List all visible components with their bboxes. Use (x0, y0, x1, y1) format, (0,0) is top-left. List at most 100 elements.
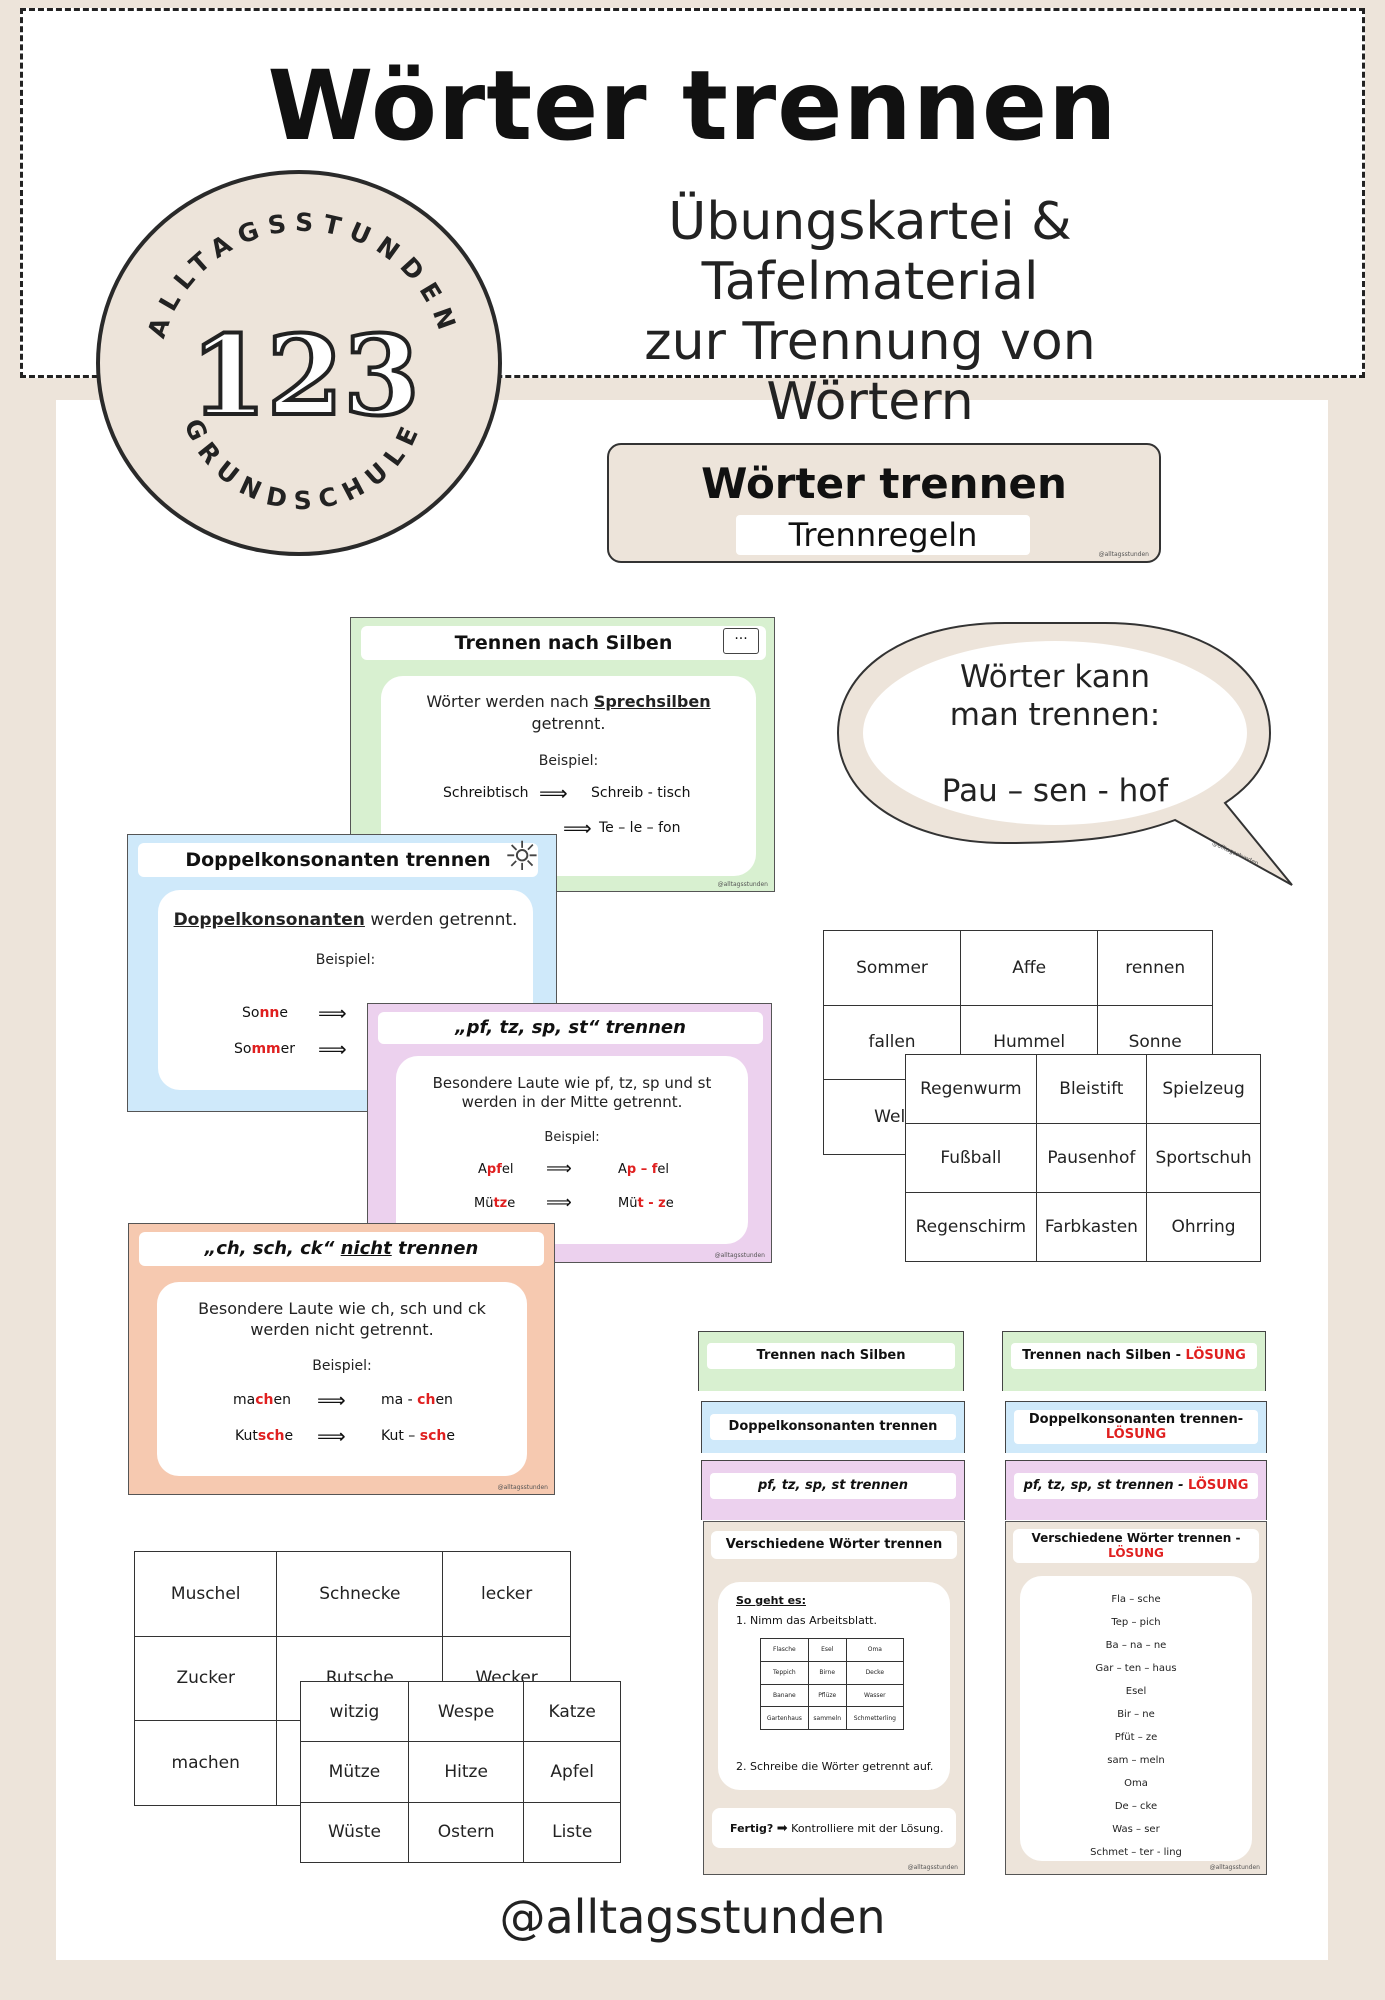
solution-card: Verschiedene Wörter trennen - LÖSUNG Fla… (1005, 1521, 1267, 1875)
card-pf-title: „pf, tz, sp, st“ trennen (378, 1012, 763, 1044)
card-doppel-ex1: Sonne (242, 1005, 289, 1021)
card-silben-example-label: Beispiel: (538, 753, 599, 769)
solution-word: Oma (1124, 1778, 1148, 1789)
grid-cell: Muschel (133, 1551, 278, 1637)
arrow-icon: ⟹ (563, 816, 592, 840)
grid-cell: rennen (1097, 930, 1213, 1006)
grid-cell: Pflüze (807, 1683, 847, 1708)
worksheet-card: Verschiedene Wörter trennen So geht es: … (703, 1521, 965, 1875)
arrow-icon: ⟹ (546, 1158, 572, 1179)
grid-cell: Fußball (905, 1123, 1037, 1193)
card-ch-example-label: Beispiel: (312, 1358, 372, 1374)
arrow-icon: ⟹ (546, 1192, 572, 1213)
worksheet-done-text: Kontrolliere mit der Lösung. (791, 1822, 944, 1835)
grid-cell: Banane (760, 1683, 809, 1708)
card-pf-ex2-split: Müt - ze (618, 1196, 674, 1211)
grid-cell: Ohrring (1146, 1192, 1261, 1262)
card-doppel-text-b: werden getrennt. (364, 910, 518, 930)
grid-cell: Ostern (407, 1801, 525, 1864)
card-silben-text: Wörter werden nach Sprechsilben getrennt… (381, 691, 756, 735)
grid-cell: Regenschirm (905, 1192, 1037, 1262)
grid-cell: Mütze (300, 1741, 409, 1803)
mini-card-doppel-title: Doppelkonsonanten trennen (710, 1414, 956, 1440)
grid-cell: Esel (807, 1638, 847, 1662)
worksheet-how: So geht es: (736, 1594, 806, 1607)
grid-cell: Farbkasten (1035, 1192, 1148, 1262)
grid-cell: Hitze (407, 1741, 525, 1803)
speech-example: Pau – sen - hof (941, 773, 1169, 809)
worksheet-step-1: 1. Nimm das Arbeitsblatt. (736, 1614, 877, 1627)
worksheet-title: Verschiedene Wörter trennen (711, 1531, 957, 1559)
card-ch-ex2: Kutsche (235, 1428, 294, 1444)
grid-cell: Apfel (523, 1741, 621, 1803)
grid-cell: Oma (845, 1638, 905, 1662)
card-silben-ex1-word: Schreibtisch (443, 785, 529, 801)
title-card-subtitle: Trennregeln (736, 515, 1030, 555)
card-pf-text-2: werden in der Mitte getrennt. (461, 1093, 683, 1111)
card-silben-credit: @alltagsstunden (717, 881, 768, 888)
grid-cell: lecker (442, 1551, 571, 1637)
arrow-icon: ⟹ (317, 1424, 346, 1448)
grid-cell: Katze (523, 1680, 621, 1743)
arrow-icon: ⟹ (539, 781, 568, 805)
grid-cell: Wespe (407, 1680, 525, 1743)
title-card: Wörter trennen Trennregeln @alltagsstund… (607, 443, 1161, 563)
mini-card-pf-solution-title: pf, tz, sp, st trennen - LÖSUNG (1014, 1473, 1258, 1499)
solution-word: Ba – na – ne (1105, 1640, 1167, 1651)
subtitle-line-2: zur Trennung von Wörtern (644, 312, 1096, 432)
logo-seal: ALLTAGSSTUNDEN GRUNDSCHULE 123 (96, 170, 502, 556)
grid-cell: Teppich (760, 1660, 809, 1685)
solution-word: De – cke (1114, 1801, 1158, 1812)
solution-word: Bir – ne (1117, 1709, 1155, 1720)
card-silben-ex1-split: Schreib - tisch (591, 785, 691, 801)
card-doppel-keyword: Doppelkonsonanten (173, 910, 365, 930)
grid-cell: machen (133, 1720, 278, 1806)
sun-icon: ☼ (504, 834, 540, 880)
page-title: Wörter trennen (267, 50, 1118, 162)
card-silben-ex2-split: Te – le – fon (599, 820, 681, 836)
worksheet-step-2: 2. Schreibe die Wörter getrennt auf. (736, 1760, 934, 1773)
speech-dots-icon: ··· (723, 628, 759, 654)
grid-cell: Gartenhaus (760, 1706, 809, 1730)
card-silben-text-a: Wörter werden nach (426, 692, 594, 711)
card-pf-example-label: Beispiel: (544, 1130, 600, 1145)
logo-graphic: ALLTAGSSTUNDEN GRUNDSCHULE 123 (142, 208, 455, 516)
mini-card-silben-title: Trennen nach Silben (707, 1343, 955, 1369)
solution-word-list: Fla – sche Tep – pich Ba – na – ne Gar –… (1020, 1588, 1252, 1864)
grid-cell: Sportschuh (1146, 1123, 1261, 1193)
grid-cell: Wasser (845, 1683, 905, 1708)
mini-card-doppel: Doppelkonsonanten trennen (701, 1401, 965, 1453)
grid-cell: Affe (960, 930, 1099, 1006)
mini-card-silben: Trennen nach Silben (698, 1331, 964, 1391)
card-ch: „ch, sch, ck“ nicht trennen Besondere La… (128, 1223, 555, 1495)
card-pf-text: Besondere Laute wie pf, tz, sp und st we… (396, 1074, 748, 1112)
grid-cell: Regenwurm (905, 1054, 1037, 1124)
solution-word: sam – meln (1107, 1755, 1165, 1766)
card-doppel-example-label: Beispiel: (315, 952, 376, 968)
worksheet-done-label: Fertig? (730, 1822, 774, 1835)
grid-cell: Schnecke (276, 1551, 444, 1637)
solution-word: Esel (1125, 1686, 1147, 1697)
card-pf-ex1: Apfel (478, 1162, 514, 1177)
grid-cell: Wüste (300, 1801, 409, 1864)
arrow-icon: ⟹ (318, 1037, 347, 1061)
card-pf-text-1: Besondere Laute wie pf, tz, sp und st (432, 1074, 712, 1092)
card-silben-keyword: Sprechsilben (593, 692, 711, 711)
grid-cell: sammeln (807, 1706, 847, 1730)
card-ch-ex1-split: ma - chen (381, 1392, 453, 1408)
title-card-title: Wörter trennen (701, 459, 1067, 508)
card-doppel-ex2: Sommer (234, 1041, 296, 1057)
mini-card-doppel-solution: Doppelkonsonanten trennen-LÖSUNG (1005, 1401, 1267, 1453)
card-ch-text-2: werden nicht getrennt. (250, 1320, 434, 1339)
logo-numbers: 123 (190, 311, 420, 440)
mini-card-silben-solution-title: Trennen nach Silben - LÖSUNG (1011, 1343, 1257, 1369)
speech-line-1: Wörter kann (959, 659, 1151, 695)
worksheet-credit: @alltagsstunden (907, 1864, 958, 1871)
arrow-icon: ⟹ (317, 1388, 346, 1412)
card-ch-ex1: machen (233, 1392, 291, 1408)
mini-card-pf-solution: pf, tz, sp, st trennen - LÖSUNG (1005, 1460, 1267, 1520)
